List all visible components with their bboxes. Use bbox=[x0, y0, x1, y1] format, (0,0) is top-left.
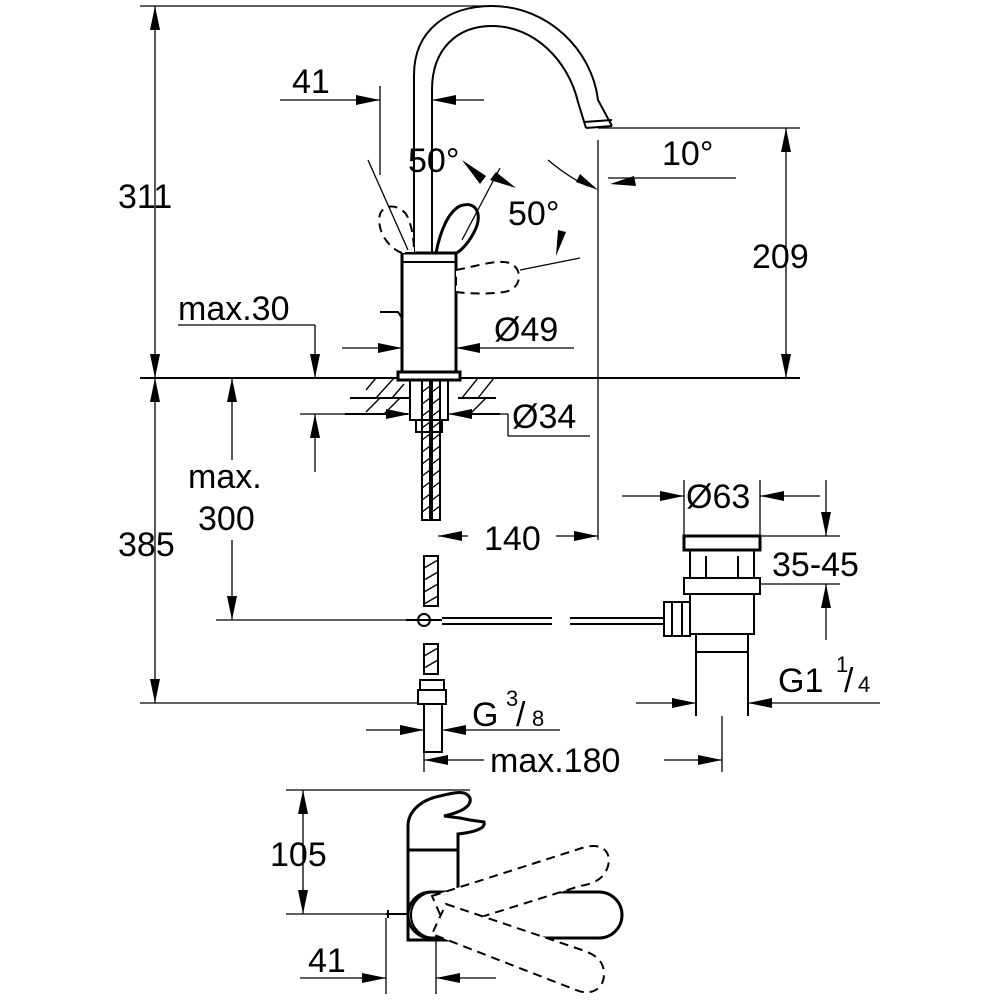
label-deck-thickness: max.30 bbox=[178, 290, 290, 328]
label-height-total: 311 bbox=[118, 178, 172, 216]
dimension-lines bbox=[140, 5, 880, 772]
label-supply-thread-main: G bbox=[472, 696, 498, 734]
label-drain-offset: max.180 bbox=[490, 742, 620, 780]
label-drain-thread-main: G1 bbox=[778, 662, 823, 700]
label-drain-range: 35-45 bbox=[772, 546, 859, 584]
label-side-offset: 41 bbox=[308, 942, 346, 980]
label-drain-diameter: Ø63 bbox=[686, 478, 750, 516]
label-lever-offset-top: 41 bbox=[292, 63, 330, 101]
label-supply-thread-slash: / bbox=[516, 696, 526, 734]
label-hole-diameter: Ø34 bbox=[512, 398, 576, 436]
label-drain-thread-slash: / bbox=[844, 662, 854, 700]
label-side-height: 105 bbox=[270, 836, 327, 874]
label-depth-total: 385 bbox=[118, 526, 175, 564]
label-drain-thread-den: 4 bbox=[858, 672, 870, 697]
label-supply-thread-num: 3 bbox=[506, 686, 518, 711]
label-spout-reach: 140 bbox=[484, 520, 541, 558]
pop-up-waste bbox=[442, 534, 762, 716]
label-drain-thread-num: 1 bbox=[836, 652, 848, 677]
dimension-labels: 311 41 50° 50° 10° 209 max.30 Ø49 Ø34 ma… bbox=[118, 63, 870, 980]
label-angle-left: 50° bbox=[408, 142, 459, 180]
label-spout-height: 209 bbox=[752, 238, 809, 276]
label-supply-thread-den: 8 bbox=[532, 706, 544, 731]
label-hose-length-line2: 300 bbox=[198, 500, 255, 538]
label-body-diameter: Ø49 bbox=[494, 311, 558, 349]
label-spout-angle: 10° bbox=[662, 135, 713, 173]
label-hose-length-line1: max. bbox=[188, 458, 262, 496]
faucet-side-view bbox=[286, 789, 624, 994]
label-angle-right: 50° bbox=[508, 195, 559, 233]
faucet-front-view bbox=[378, 4, 613, 753]
